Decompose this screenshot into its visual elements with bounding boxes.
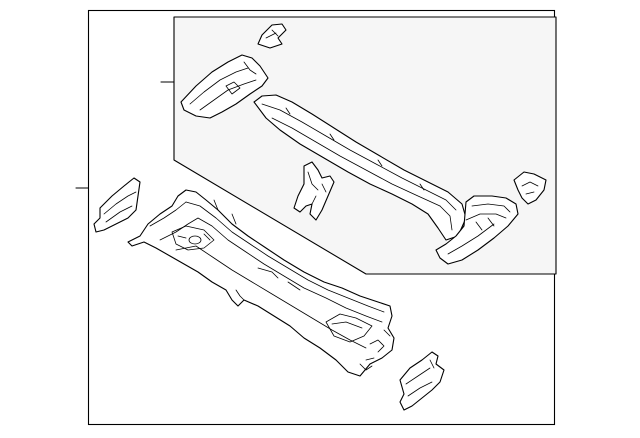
center-support-bracket xyxy=(293,161,335,221)
left-bracket-upper xyxy=(180,54,269,119)
left-side-bracket xyxy=(93,177,141,233)
main-cowl-panel xyxy=(127,189,395,377)
right-side-bracket xyxy=(399,351,445,411)
upper-cowl-panel xyxy=(253,94,467,241)
right-top-bracket xyxy=(513,171,547,205)
right-lower-bracket xyxy=(435,195,519,265)
left-top-bracket xyxy=(257,23,287,49)
